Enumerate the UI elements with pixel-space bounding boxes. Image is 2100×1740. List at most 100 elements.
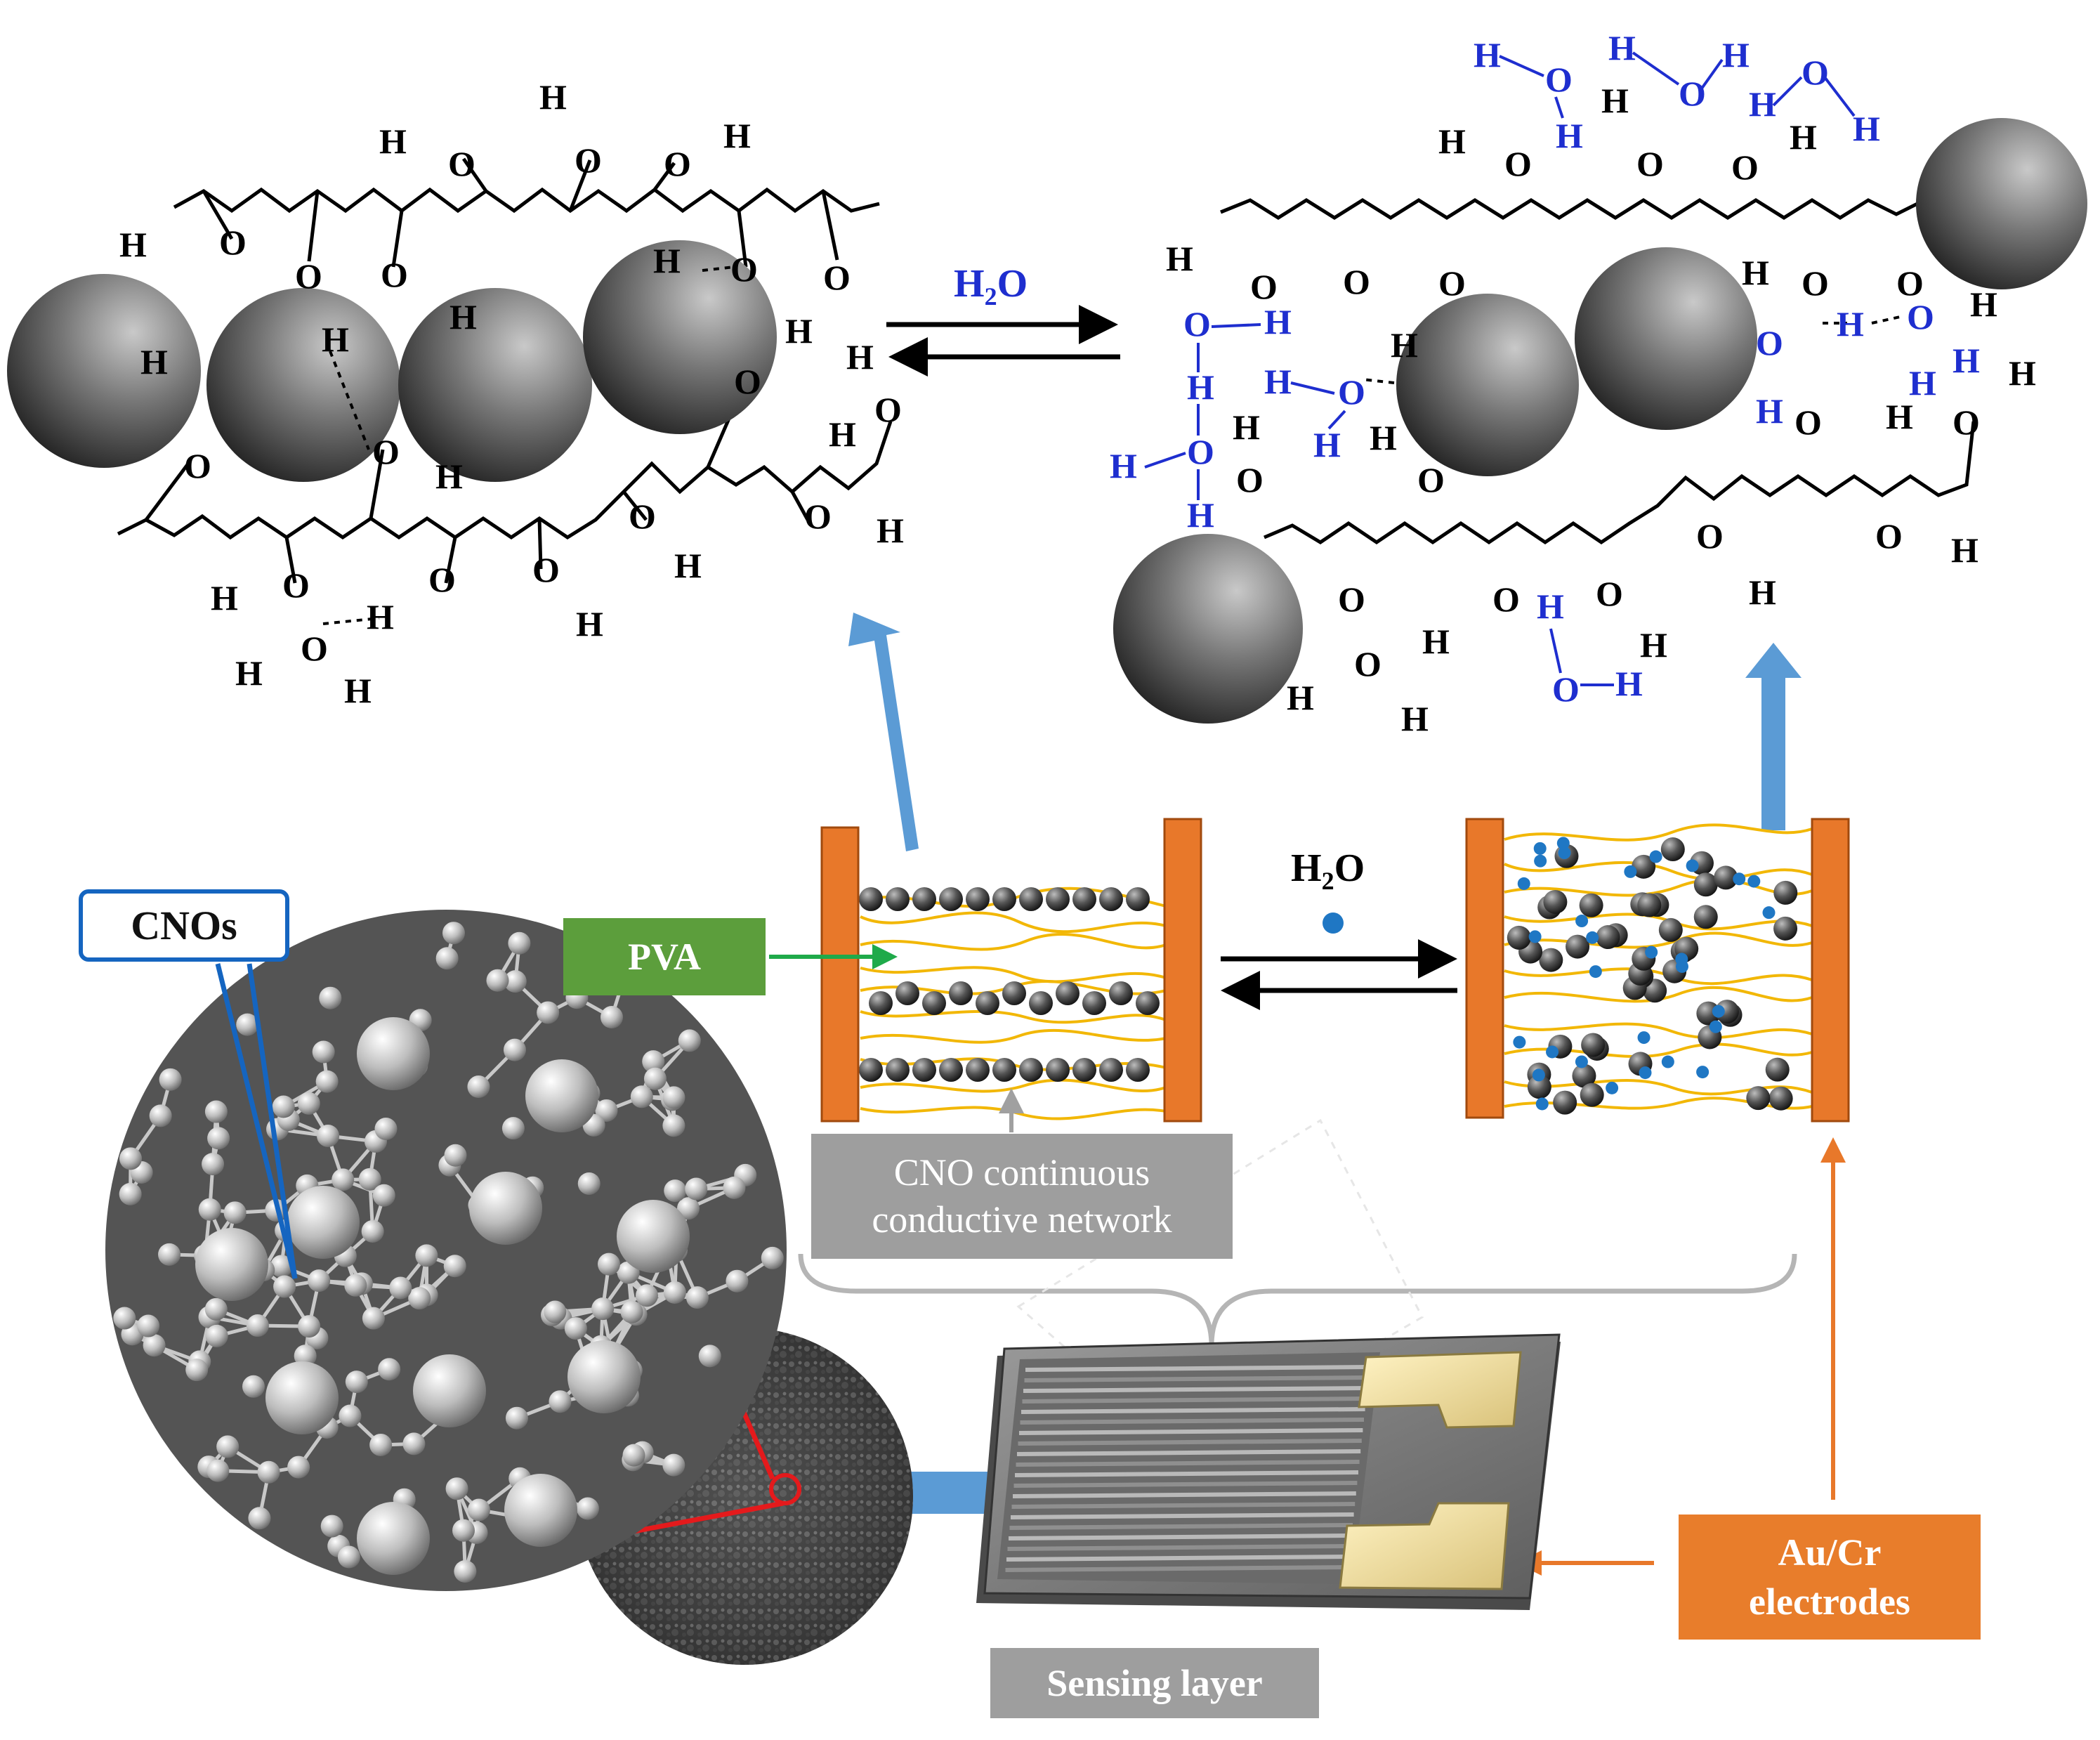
left-up-arrow (848, 613, 919, 851)
pva-node (504, 970, 527, 993)
water-molecule-dot (1712, 1005, 1725, 1018)
hydrogen-atom: H (723, 116, 751, 155)
water-molecule-dot (1546, 1045, 1559, 1059)
pva-backbone-chain (1264, 421, 1976, 545)
oxygen-atom: O (1802, 263, 1829, 303)
water-molecule-dot (1733, 872, 1746, 886)
pva-node (486, 969, 509, 992)
water-hydrogen: H (1722, 35, 1750, 74)
electrodes-label: Au/Cr electrodes (1679, 1515, 1981, 1640)
hydrogen-atom: H (235, 653, 263, 693)
cno-bead (1693, 872, 1718, 897)
oxygen-atom: O (448, 144, 475, 183)
water-molecule-dot (1696, 1066, 1709, 1079)
zoom-region-marker (769, 1473, 801, 1505)
hydrogen-atom: H (653, 241, 681, 280)
process-arrows (841, 613, 1802, 1538)
cno-network-label: CNO continuous conductive network (811, 1134, 1233, 1259)
oxygen-atom: O (1953, 403, 1980, 442)
pva-node (119, 1147, 143, 1170)
pva-node (273, 1275, 296, 1298)
pva-node (600, 1006, 623, 1029)
oxygen-atom: O (282, 565, 310, 605)
cnos-label: CNOs (79, 889, 289, 962)
oxygen-atom: O (874, 390, 902, 429)
pva-node (372, 1184, 395, 1207)
pva-node (143, 1334, 166, 1357)
cno-bead (859, 887, 883, 911)
oxygen-atom: O (1636, 144, 1664, 183)
cno-bead (1126, 1058, 1150, 1082)
pva-node (452, 1519, 475, 1542)
cno-bead (922, 991, 946, 1015)
hydrogen-atom: H (322, 320, 349, 359)
pva-node (636, 1284, 659, 1307)
pva-node (620, 1300, 643, 1323)
electrode-finger (1018, 1428, 1363, 1435)
pva-node (159, 1068, 182, 1091)
pva-node (158, 1243, 181, 1266)
water-hydrogen: H (1953, 341, 1980, 380)
pva-node (204, 1100, 228, 1123)
cno-bead (1660, 837, 1685, 862)
pva-node (549, 1390, 572, 1413)
pva-node (698, 1345, 721, 1368)
water-molecule-dot (1675, 960, 1688, 973)
water-molecule-dot (1528, 930, 1542, 943)
hydrogen-atom: H (344, 671, 372, 710)
pva-node (246, 1314, 269, 1337)
cno-particle (195, 1228, 268, 1301)
water-hydrogen: H (1474, 35, 1501, 74)
oxygen-atom: O (1696, 516, 1724, 556)
electrode-finger (1023, 1386, 1367, 1393)
pva-node (643, 1067, 667, 1090)
water-molecule-dot (1661, 1055, 1674, 1068)
water-oxygen: O (1545, 60, 1573, 99)
pva-node (202, 1153, 225, 1176)
cno-particle (287, 1186, 360, 1259)
cno-pva-nanostructure (105, 910, 787, 1591)
left-electrode-plate (820, 826, 860, 1123)
hydrogen-atom: H (877, 511, 904, 550)
pva-node (362, 1307, 385, 1330)
cno-sphere (583, 240, 777, 434)
oxygen-atom: O (1492, 580, 1520, 619)
oxygen-atom: O (575, 140, 602, 180)
pva-node (443, 1255, 466, 1278)
cno-bead (1765, 1057, 1790, 1082)
hydrogen-atom: H (1401, 699, 1429, 738)
pva-node (378, 1358, 401, 1381)
cno-bead (1632, 854, 1656, 879)
cno-bead (895, 981, 919, 1005)
cno-particle (357, 1017, 430, 1090)
water-h: H (954, 262, 985, 306)
oxygen-atom: O (1236, 460, 1264, 499)
pva-node (402, 1432, 426, 1456)
gold-electrode-pad (1358, 1351, 1522, 1429)
oxygen-atom: O (1354, 644, 1382, 683)
pva-node (374, 1118, 398, 1141)
hydrogen-atom: H (1287, 678, 1314, 717)
pva-node (761, 1246, 784, 1269)
cno-particle (617, 1200, 690, 1273)
cno-particle (504, 1474, 577, 1547)
cno-bead (1072, 1058, 1096, 1082)
pva-node (564, 1317, 587, 1340)
hydrogen-atom: H (576, 604, 603, 643)
pva-node (320, 1515, 343, 1538)
hydrogen-atom: H (140, 342, 168, 381)
cno-bead (1714, 865, 1738, 890)
pva-node (467, 1498, 490, 1522)
electrode-finger (1010, 1512, 1354, 1519)
water-hydrogen: H (1909, 363, 1936, 403)
pva-backbone-chain (173, 187, 880, 214)
pva-node (206, 1459, 230, 1482)
pva-node (270, 1255, 293, 1278)
cno-bead (966, 1058, 990, 1082)
pva-node (287, 1456, 310, 1479)
pva-node (662, 1086, 685, 1109)
hydrogen-atom: H (1166, 239, 1193, 278)
water-hydrogen: H (1749, 84, 1776, 124)
oxygen-atom: O (629, 497, 656, 536)
gold-electrode-pad (1339, 1502, 1510, 1590)
